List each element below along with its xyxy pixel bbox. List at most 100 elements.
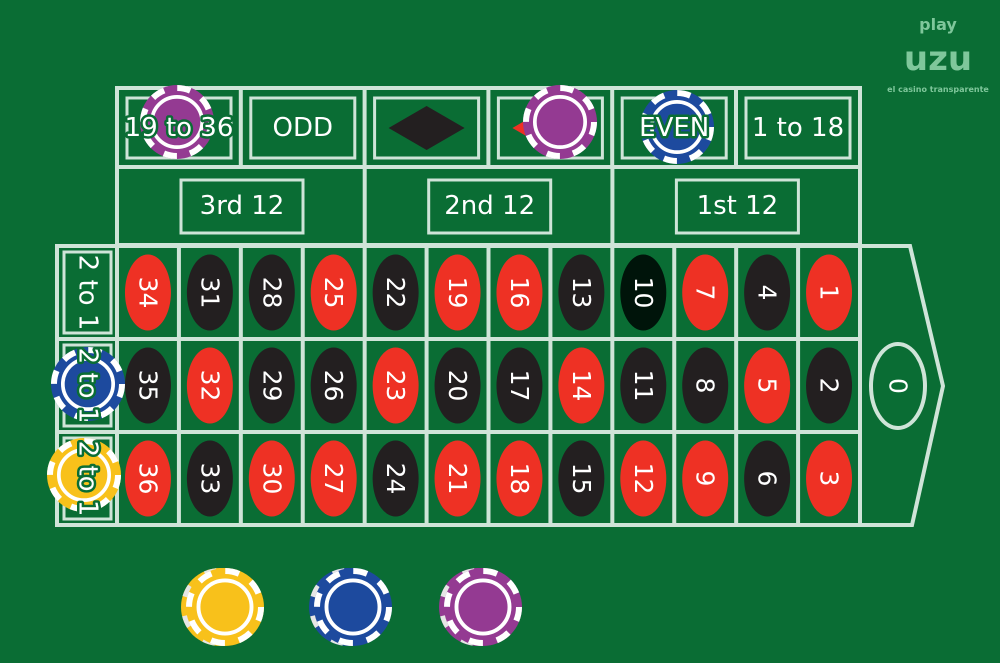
placed-chip-purple[interactable] — [140, 85, 214, 159]
number-ellipse — [310, 347, 357, 424]
number-cell-16[interactable]: 16 — [496, 254, 543, 331]
placed-chip-yellow[interactable] — [47, 438, 121, 512]
number-cell-7[interactable]: 7 — [682, 254, 729, 331]
number-label: 23 — [381, 370, 410, 402]
svg-text:el casino transparente: el casino transparente — [887, 85, 989, 94]
number-label: 31 — [195, 277, 224, 309]
chip-edge-stripes — [314, 568, 392, 646]
bet-odd[interactable] — [238, 88, 357, 167]
number-cell-34[interactable]: 34 — [124, 254, 171, 331]
number-cell-8[interactable]: 8 — [682, 347, 729, 424]
number-ellipse — [372, 347, 419, 424]
zero-ellipse — [869, 342, 927, 430]
number-cell-31[interactable]: 31 — [186, 254, 233, 331]
number-cell-13[interactable]: 13 — [558, 254, 605, 331]
number-ellipse — [744, 347, 791, 424]
number-ellipse — [372, 440, 419, 517]
number-label: 8 — [691, 378, 720, 394]
number-cell-19[interactable]: 19 — [434, 254, 481, 331]
bet-column-3[interactable] — [62, 250, 113, 335]
number-cell-22[interactable]: 22 — [372, 254, 419, 331]
number-ellipse — [248, 347, 295, 424]
number-label: 1 — [815, 285, 844, 301]
number-cell-25[interactable]: 25 — [310, 254, 357, 331]
number-cell-9[interactable]: 9 — [682, 440, 729, 517]
number-cell-17[interactable]: 17 — [496, 347, 543, 424]
number-cell-23[interactable]: 23 — [372, 347, 419, 424]
number-ellipse — [558, 347, 605, 424]
number-cell-3[interactable]: 3 — [806, 440, 853, 517]
number-label: 17 — [505, 370, 534, 402]
chip-edge-stripes — [444, 568, 522, 646]
bet-dozen-1[interactable]: 1st 12 — [610, 167, 800, 245]
number-label: 32 — [195, 370, 224, 402]
bet-black[interactable] — [362, 88, 481, 167]
number-cell-10[interactable]: 10 — [620, 254, 667, 331]
dozen-label: 1st 12 — [697, 191, 779, 221]
number-cell-29[interactable]: 29 — [248, 347, 295, 424]
number-cell-20[interactable]: 20 — [434, 347, 481, 424]
number-cell-12[interactable]: 12 — [620, 440, 667, 517]
number-ellipse — [372, 254, 419, 331]
placed-chip-blue[interactable] — [51, 347, 125, 421]
bet-box — [373, 96, 481, 160]
zero-bet[interactable]: 0 — [860, 244, 946, 527]
number-cell-33[interactable]: 33 — [186, 440, 233, 517]
chip-selector-blue[interactable] — [309, 568, 392, 646]
number-cell-28[interactable]: 28 — [248, 254, 295, 331]
placed-chip-blue[interactable] — [640, 90, 714, 164]
number-cell-6[interactable]: 6 — [744, 440, 791, 517]
number-cell-14[interactable]: 14 — [558, 347, 605, 424]
number-cell-36[interactable]: 36 — [124, 440, 171, 517]
svg-text:uzu: uzu — [904, 39, 972, 79]
number-cell-4[interactable]: 4 — [744, 254, 791, 331]
number-cell-26[interactable]: 26 — [310, 347, 357, 424]
number-label: 28 — [257, 277, 286, 309]
number-ellipse — [558, 254, 605, 331]
number-cell-21[interactable]: 21 — [434, 440, 481, 517]
bet-1-to-18[interactable] — [734, 88, 852, 167]
placed-chip-purple[interactable] — [523, 85, 597, 159]
number-cell-2[interactable]: 2 — [806, 347, 853, 424]
number-ellipse — [310, 440, 357, 517]
number-ellipse — [310, 254, 357, 331]
bet-dozen-3[interactable]: 3rd 12 — [179, 178, 305, 235]
number-ellipse — [434, 254, 481, 331]
bet-dozen-2[interactable]: 2nd 12 — [362, 167, 553, 245]
number-cell-24[interactable]: 24 — [372, 440, 419, 517]
number-ellipse — [682, 347, 729, 424]
number-cell-27[interactable]: 27 — [310, 440, 357, 517]
chip-edge-stripes — [47, 438, 121, 512]
number-cell-5[interactable]: 5 — [744, 347, 791, 424]
number-label: 36 — [133, 463, 162, 495]
column-label: 2 to 1 — [73, 348, 103, 424]
chip-edge-stripes — [51, 347, 125, 421]
number-ellipse — [620, 440, 667, 517]
chip-selector-purple[interactable] — [439, 568, 522, 646]
number-ellipse — [744, 254, 791, 331]
number-label: 21 — [443, 463, 472, 495]
number-cell-32[interactable]: 32 — [186, 347, 233, 424]
number-cell-35[interactable]: 35 — [124, 347, 171, 424]
chip-edge-stripes — [523, 85, 597, 159]
number-cell-18[interactable]: 18 — [496, 440, 543, 517]
number-label: 29 — [257, 370, 286, 402]
number-cell-30[interactable]: 30 — [248, 440, 295, 517]
number-ellipse — [806, 254, 853, 331]
chip-selector-yellow[interactable] — [181, 568, 264, 646]
bet-label: EVEN — [639, 113, 709, 143]
number-ellipse — [682, 440, 729, 517]
number-cell-11[interactable]: 11 — [620, 347, 667, 424]
chip-edge-stripes — [186, 568, 264, 646]
number-label: 13 — [567, 277, 596, 309]
number-ellipse — [124, 440, 171, 517]
number-ellipse — [186, 254, 233, 331]
number-label: 34 — [133, 277, 162, 309]
number-ellipse — [496, 347, 543, 424]
number-cell-15[interactable]: 15 — [558, 440, 605, 517]
number-ellipse — [124, 254, 171, 331]
number-cell-1[interactable]: 1 — [806, 254, 853, 331]
playuzu-logo: play uzu el casino transparente — [887, 15, 989, 94]
number-label: 30 — [257, 463, 286, 495]
